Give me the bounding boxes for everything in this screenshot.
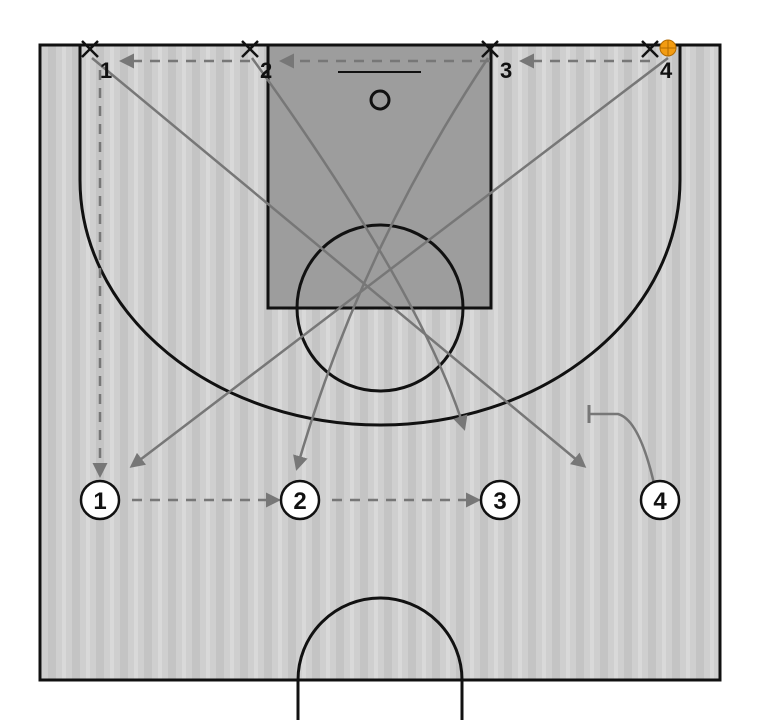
baseline-player-1-label: 1 (100, 58, 112, 83)
baseline-player-3-label: 3 (500, 58, 512, 83)
basketball-icon (659, 39, 677, 57)
screen-path (590, 412, 657, 489)
x-mark-icon (641, 40, 659, 58)
wing-player-2: 2 (279, 479, 321, 521)
wing-player-4: 4 (639, 479, 681, 521)
x-mark-icon (81, 40, 99, 58)
cut-4-to-wing-1 (129, 57, 669, 468)
x-mark-icon (241, 40, 259, 58)
wing-player-1: 1 (79, 479, 121, 521)
baseline-player-4-label: 4 (660, 58, 673, 83)
cut-2-to-wing-3 (250, 57, 468, 431)
x-mark-icon (481, 40, 499, 58)
center-circle (296, 596, 464, 681)
three-point-line (78, 45, 682, 427)
wing-player-1-label: 1 (93, 488, 106, 515)
cut-1-to-wing-4 (91, 57, 587, 468)
wing-player-3: 3 (479, 479, 521, 521)
wing-player-2-label: 2 (293, 488, 306, 515)
wing-player-3-label: 3 (493, 488, 506, 515)
baseline-player-2-label: 2 (260, 58, 272, 83)
paint-area (266, 43, 493, 310)
rim (369, 89, 391, 111)
center-circle-lower (296, 680, 464, 720)
wing-player-4-label: 4 (653, 488, 667, 515)
cut-3-to-wing-2 (293, 57, 490, 471)
free-throw-circle (295, 223, 465, 393)
